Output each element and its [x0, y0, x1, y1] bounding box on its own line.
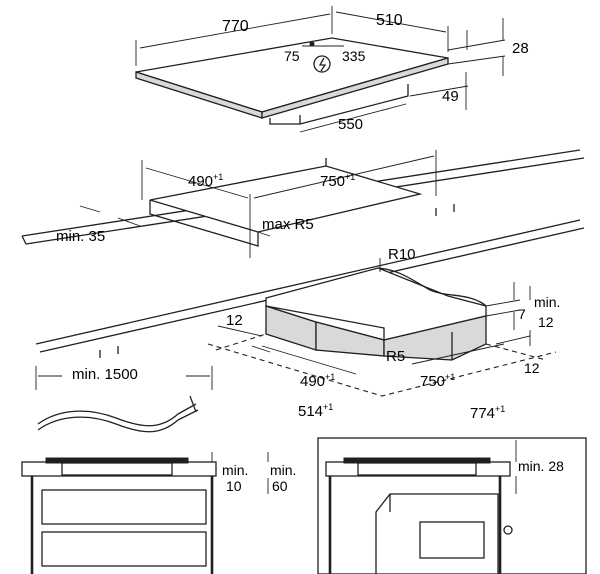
worktop-corner-cutout [207, 258, 557, 397]
label-750: 750+1 [320, 172, 356, 190]
dim-line-770 [139, 13, 331, 49]
label-min-28: min. 28 [518, 458, 564, 474]
label-12-right: 12 [538, 314, 554, 330]
outer-outline [207, 343, 557, 397]
dim-line-490 [145, 167, 249, 199]
worktop-straight-cutout [21, 149, 585, 358]
label-12-left: 12 [226, 312, 243, 329]
label-335: 335 [342, 48, 366, 64]
label-550: 550 [338, 116, 364, 133]
label-510: 510 [376, 12, 403, 29]
dim-line-490-corner [261, 345, 357, 375]
cable-wire [37, 416, 179, 433]
dim-line-750-corner [411, 343, 505, 365]
hob-top-view [135, 6, 506, 133]
label-min-b: min. [270, 462, 297, 478]
label-7: 7 [518, 306, 526, 322]
label-49: 49 [442, 88, 459, 105]
label-r10: R10 [388, 246, 416, 263]
cutout-hole [149, 165, 423, 233]
label-10: 10 [226, 478, 242, 494]
label-774: 774+1 [470, 404, 506, 422]
label-770: 770 [222, 18, 249, 35]
label-r5: R5 [386, 348, 406, 365]
label-min-1500: min. 1500 [72, 366, 138, 383]
power-cable [35, 366, 213, 433]
label-min-35: min. 35 [56, 228, 106, 245]
power-connection-icon [313, 55, 331, 73]
dim-line-550 [299, 103, 407, 133]
label-60: 60 [272, 478, 288, 494]
side-view-right [317, 437, 587, 574]
detail-frame [317, 437, 587, 574]
dim-line-510 [335, 11, 447, 33]
built-in-oven [375, 493, 499, 574]
label-max-r5: max R5 [262, 216, 314, 233]
label-490: 490+1 [188, 172, 224, 190]
label-750-corner: 750+1 [420, 372, 456, 390]
label-490-corner: 490+1 [300, 372, 336, 390]
drawer-1 [41, 489, 207, 525]
label-75: 75 [284, 48, 300, 64]
label-step-min: min. [534, 294, 561, 310]
label-12-front: 12 [524, 360, 540, 376]
side-view-left [21, 452, 269, 574]
drawer-2 [41, 531, 207, 567]
label-514: 514+1 [298, 402, 334, 420]
dim-line-750 [253, 155, 435, 199]
label-28: 28 [512, 40, 529, 57]
label-min-a: min. [222, 462, 249, 478]
